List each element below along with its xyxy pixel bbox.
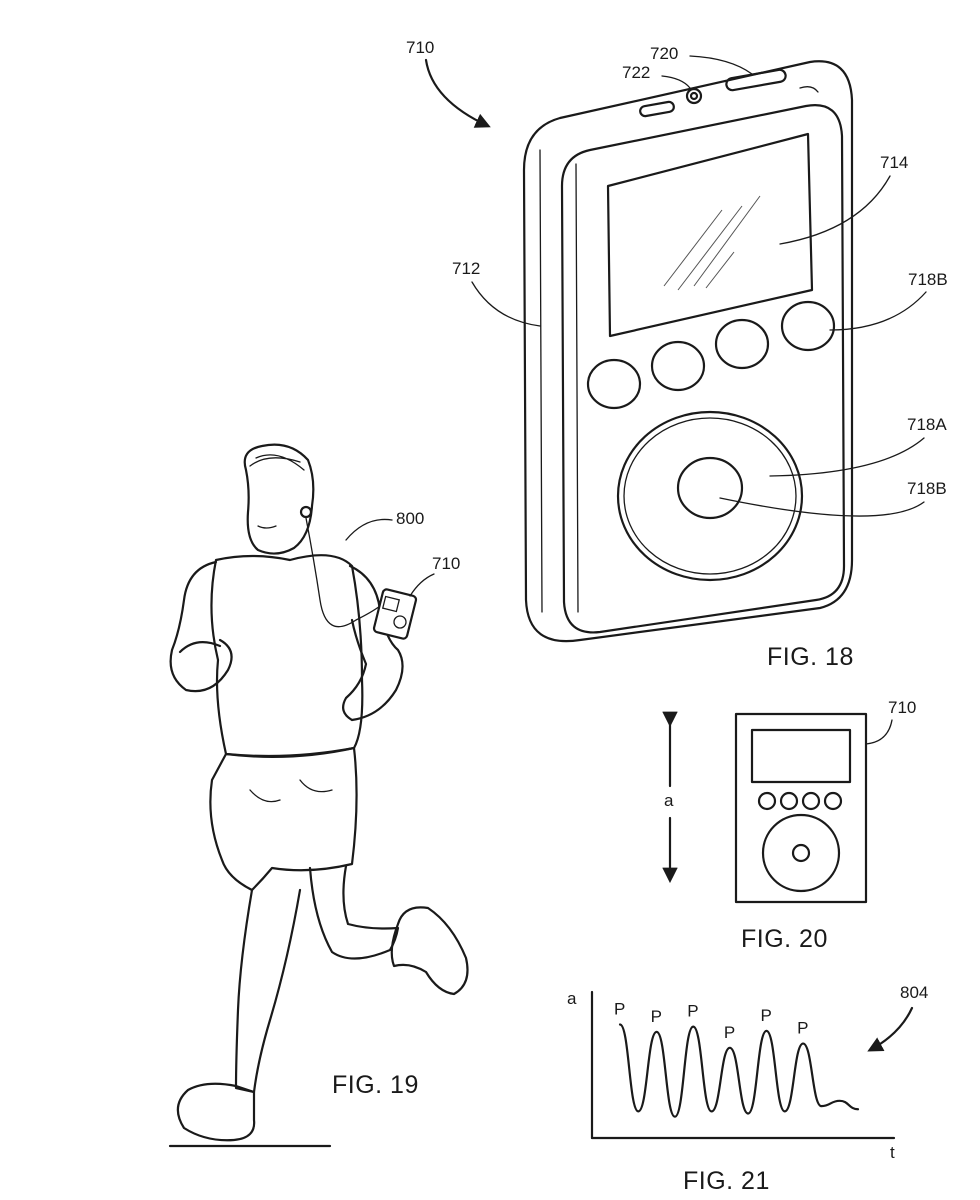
click-wheel-718a	[616, 410, 804, 582]
small-device-body	[734, 712, 868, 904]
y-axis-label: a	[567, 989, 577, 1008]
fig19-runner	[168, 443, 469, 1148]
display-714	[606, 132, 814, 338]
ref-718b-upper: 718B	[908, 270, 948, 289]
button-718b-2	[650, 340, 706, 392]
runner-shoe-back	[390, 906, 469, 996]
armband-device-710	[372, 588, 418, 640]
ref-720: 720	[650, 44, 678, 63]
fig18-media-player	[522, 60, 854, 643]
acceleration-series-line	[618, 1023, 860, 1118]
fig20-axis-label: a	[664, 791, 674, 810]
fig19-reference-labels: 800 710 FIG. 19	[332, 509, 460, 1099]
peak-label: P	[687, 1002, 698, 1021]
hold-switch-720	[725, 68, 787, 92]
small-device-screen	[750, 728, 852, 784]
earbud	[299, 505, 313, 519]
x-axis-label: t	[890, 1143, 895, 1162]
headphone-jack-722	[685, 87, 703, 105]
ref-718b-lower: 718B	[907, 479, 947, 498]
ref-718a: 718A	[907, 415, 947, 434]
peak-label: P	[651, 1007, 662, 1026]
fig21-caption: FIG. 21	[683, 1167, 770, 1195]
ref-804: 804	[900, 983, 928, 1002]
fig20-device: a 710 FIG. 20	[662, 698, 916, 953]
fig18-caption: FIG. 18	[767, 643, 854, 671]
fig20-caption: FIG. 20	[741, 925, 828, 953]
peak-label: P	[614, 999, 625, 1018]
peak-labels: P P P P P P	[614, 999, 808, 1041]
ref-710-runner: 710	[432, 554, 460, 573]
runner-head	[243, 443, 315, 555]
button-718b-1	[586, 358, 642, 410]
ref-800: 800	[396, 509, 424, 528]
ref-722: 722	[622, 63, 650, 82]
button-718b-4	[780, 300, 836, 352]
fig19-caption: FIG. 19	[332, 1071, 419, 1099]
center-button-718b	[676, 456, 744, 520]
runner-shoe-front	[176, 1082, 256, 1142]
peak-label: P	[797, 1019, 808, 1038]
ref-710-top: 710	[406, 38, 434, 57]
small-device-wheel	[761, 813, 841, 893]
button-718b-3	[714, 318, 770, 370]
fig21-chart: a t P P P P P P 804 FIG. 21	[567, 983, 928, 1195]
peak-label: P	[760, 1006, 771, 1025]
peak-label: P	[724, 1023, 735, 1042]
runner-torso	[210, 554, 364, 758]
ref-714: 714	[880, 153, 908, 172]
earphone-cord	[305, 517, 381, 628]
runner-shorts	[209, 746, 358, 892]
ref-712: 712	[452, 259, 480, 278]
ref-710-small: 710	[888, 698, 916, 717]
player-housing-back	[522, 60, 854, 643]
fig18-reference-labels: 710 720 722 714 712 718B 718A 718B FIG. …	[406, 38, 948, 671]
